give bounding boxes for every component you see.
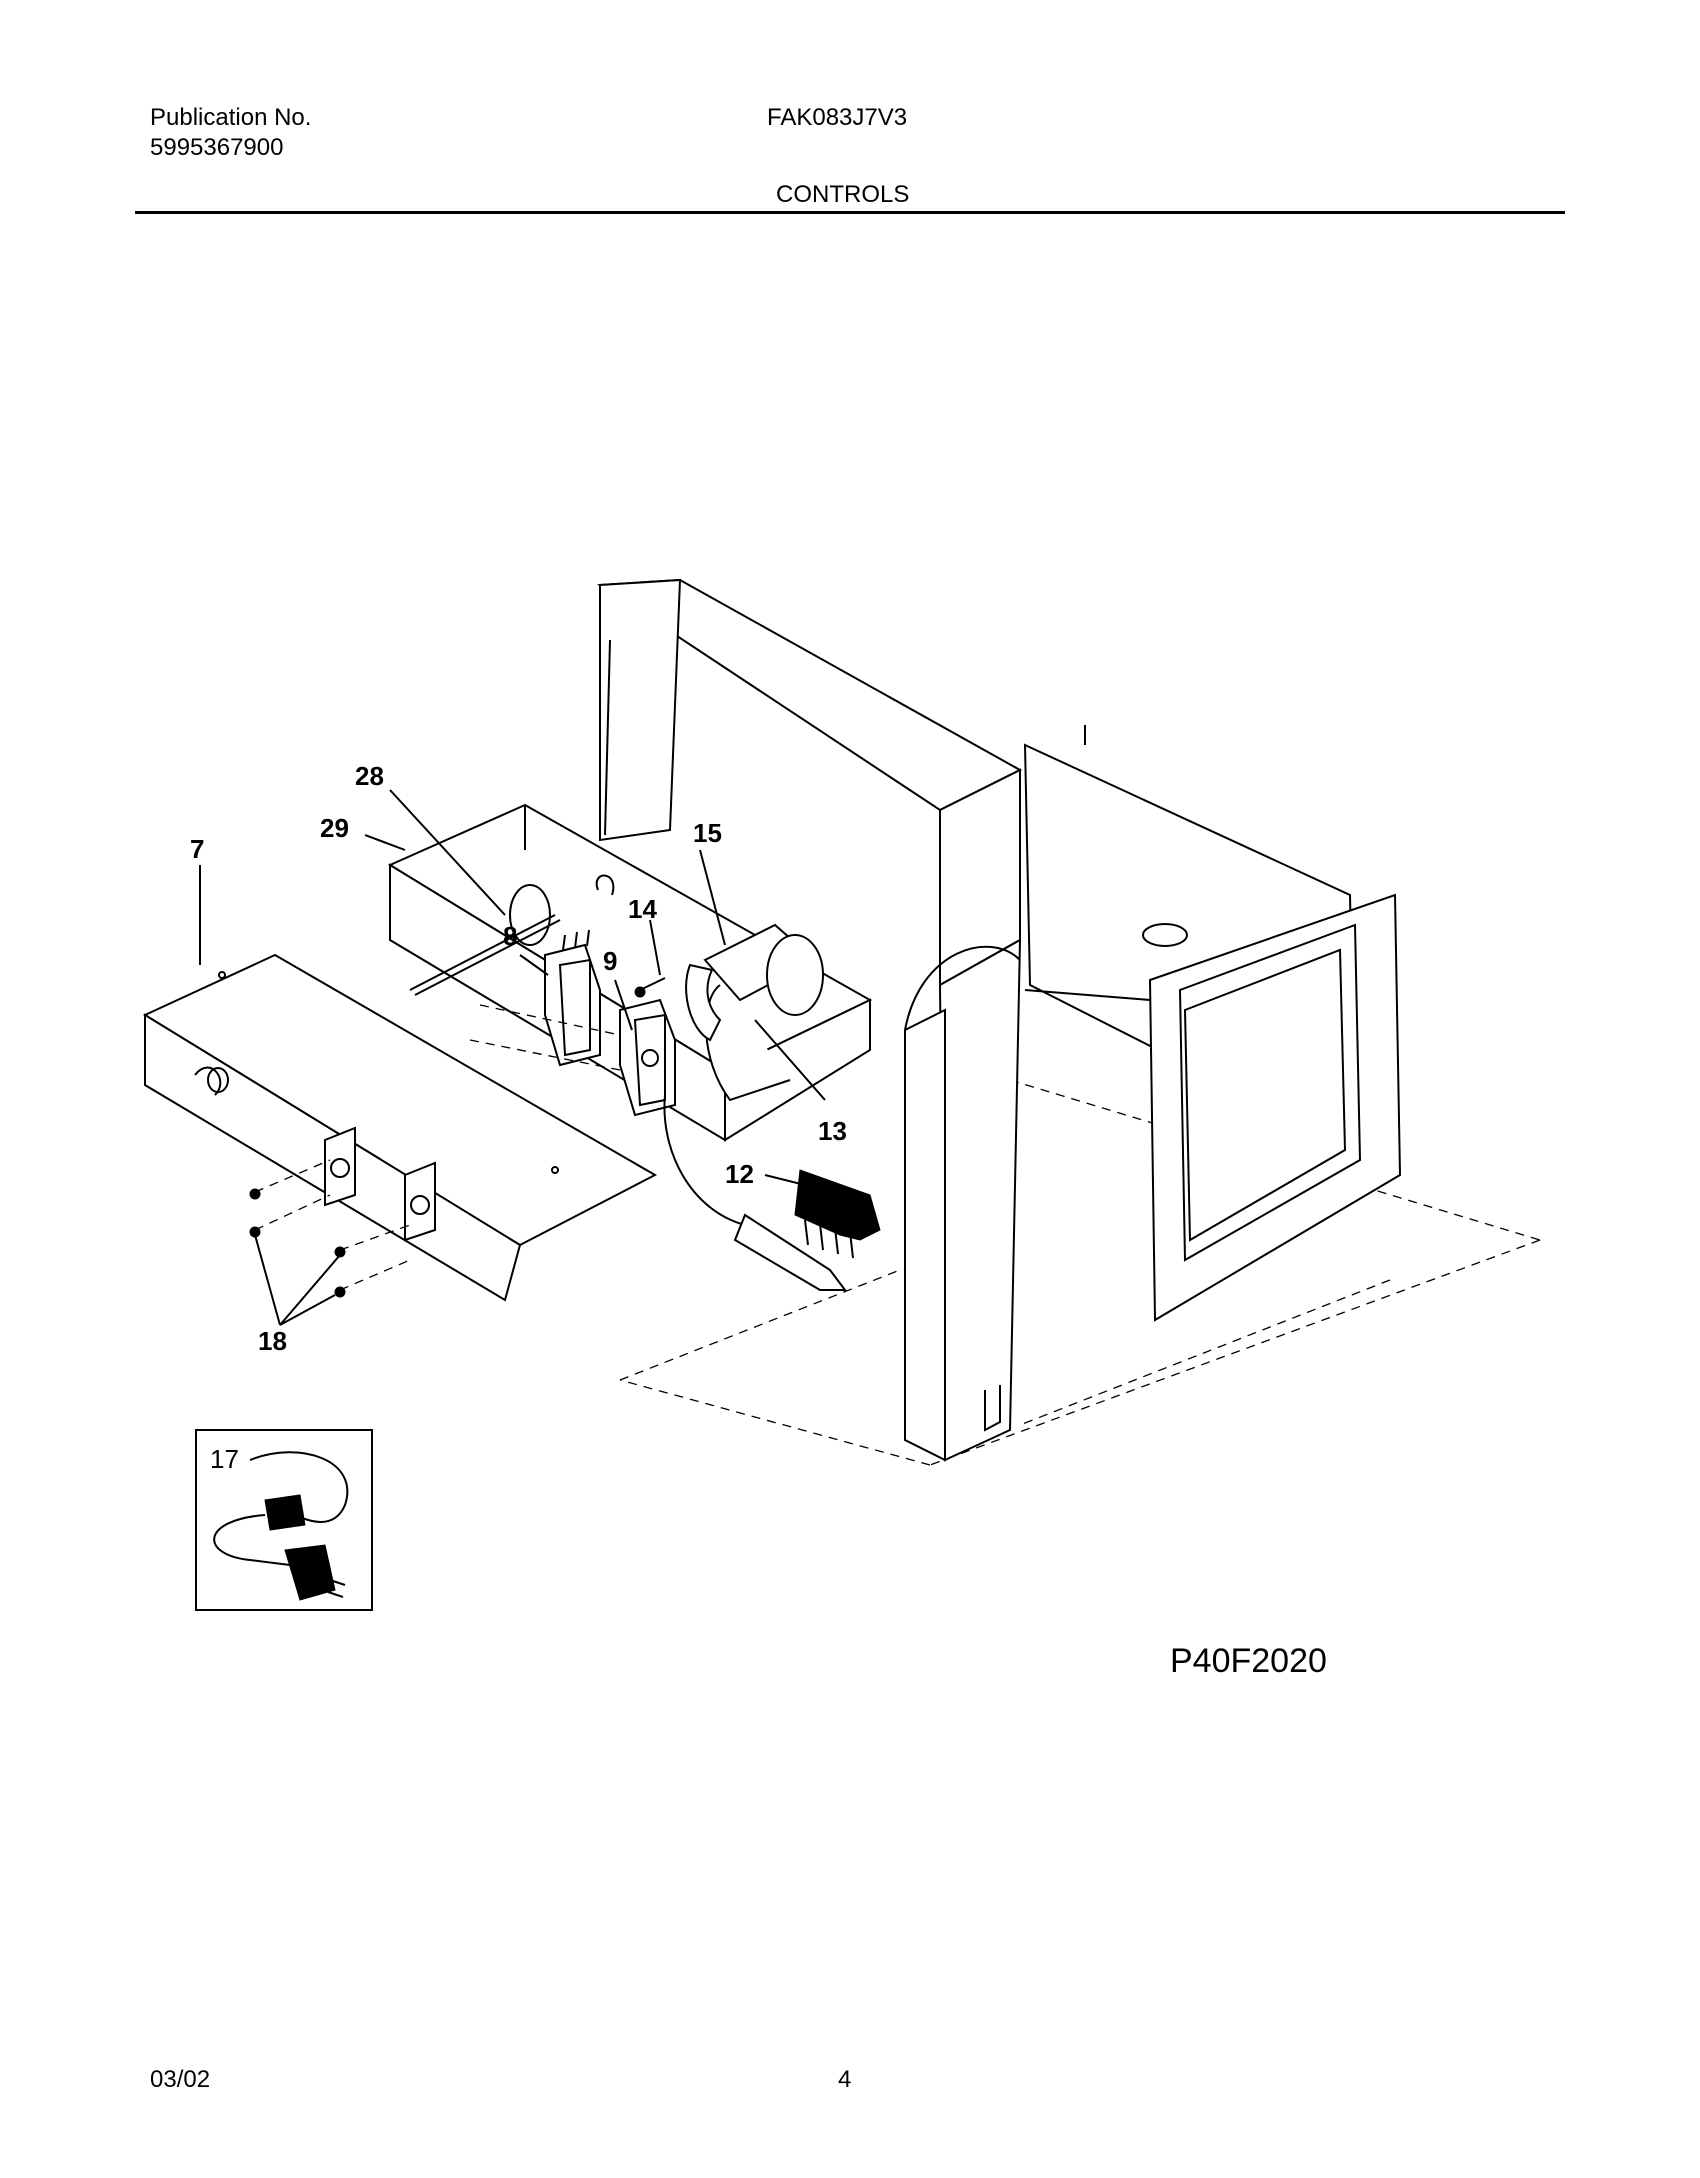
- callout-15: 15: [693, 818, 722, 848]
- publication-label: Publication No.: [150, 104, 312, 131]
- callout-18: 18: [258, 1326, 287, 1356]
- leader-lines: [199, 789, 826, 1326]
- callout-8: 8: [503, 921, 517, 951]
- capacitor: [685, 923, 824, 1102]
- rear-frame: [1023, 725, 1402, 1322]
- figure-code: P40F2020: [1170, 1642, 1327, 1680]
- callout-13: 13: [818, 1116, 847, 1146]
- footer-date: 03/02: [150, 2066, 211, 2093]
- callout-7: 7: [190, 834, 204, 864]
- callout-14: 14: [628, 894, 657, 924]
- publication-number: 5995367900: [150, 134, 284, 161]
- screw-item-14: [634, 977, 666, 998]
- callout-17: 17: [210, 1444, 239, 1474]
- sensor-item-12: [663, 1094, 881, 1291]
- header-rule: [135, 211, 1565, 214]
- page-number: 4: [838, 2066, 852, 2093]
- inset-power-cord: [195, 1429, 373, 1611]
- model-number: FAK083J7V3: [767, 104, 908, 131]
- callout-29: 29: [320, 813, 349, 843]
- partition-panel: [596, 578, 1023, 1462]
- screws-item-18: [249, 1004, 621, 1298]
- switch-item-8: [544, 929, 601, 1067]
- base-footprint: [619, 1079, 1541, 1466]
- control-cover: [142, 953, 658, 1302]
- callout-12: 12: [725, 1159, 754, 1189]
- callout-28: 28: [355, 761, 384, 791]
- callout-9: 9: [603, 946, 617, 976]
- section-title: CONTROLS: [776, 181, 910, 208]
